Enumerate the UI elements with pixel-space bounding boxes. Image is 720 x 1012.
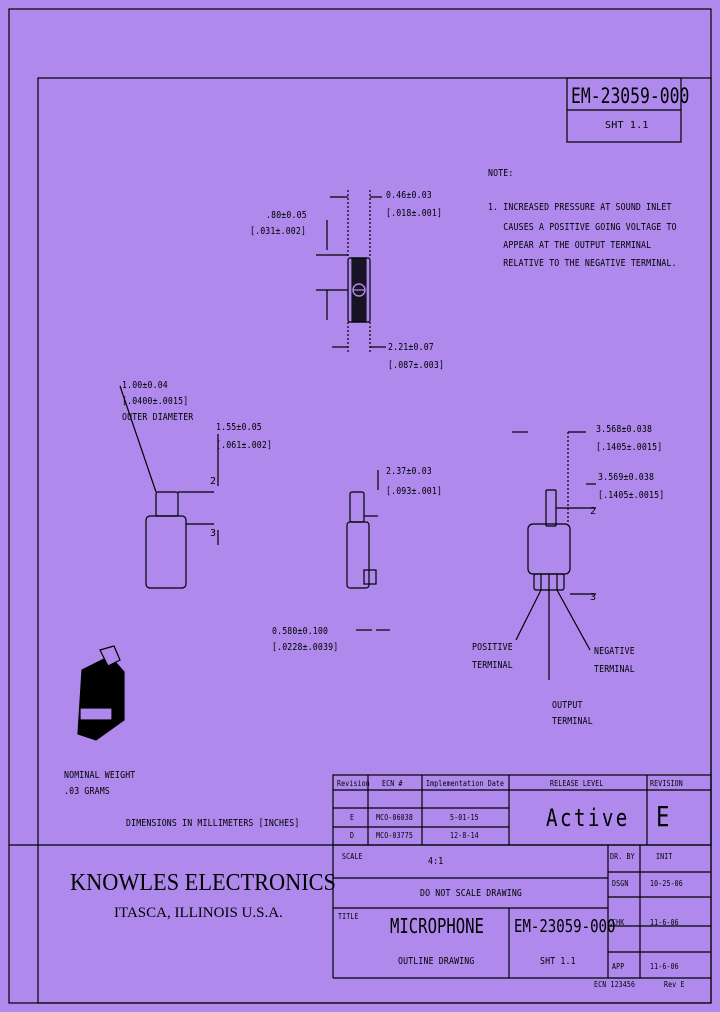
rev-row-2-date: 12-8-14 bbox=[450, 831, 479, 840]
scale-label: SCALE bbox=[342, 852, 363, 861]
rev-row-2-rev: D bbox=[350, 831, 355, 840]
view-mark-2-front: 2 bbox=[590, 506, 597, 517]
approval-role-1: DR. BY bbox=[610, 852, 635, 861]
sheet-number-title-block: SHT 1.1 bbox=[540, 956, 576, 967]
top-view bbox=[316, 190, 386, 352]
dim-d8-mm: 3.569±0.038 bbox=[598, 472, 655, 483]
note-line-1: 1. INCREASED PRESSURE AT SOUND INLET bbox=[488, 202, 672, 213]
doc-number-title-block: EM-23059-000 bbox=[514, 916, 616, 937]
dim-d6-in: [.093±.001] bbox=[386, 486, 443, 497]
approval-role-2: DSGN bbox=[612, 879, 629, 888]
release-level-value: Active bbox=[546, 804, 630, 832]
label-negative-1: NEGATIVE bbox=[594, 646, 635, 657]
dim-d1-in: [.018±.001] bbox=[386, 208, 443, 219]
label-positive-2: TERMINAL bbox=[472, 660, 513, 671]
do-not-scale: DO NOT SCALE DRAWING bbox=[420, 888, 523, 899]
dim-d3-mm: 2.21±0.07 bbox=[388, 342, 434, 353]
dim-d9-mm: 0.580±0.100 bbox=[272, 626, 329, 637]
footer-left: ECN 123456 bbox=[594, 980, 636, 989]
view-mark-2-left: 2 bbox=[210, 476, 217, 487]
dim-d1-mm: 0.46±0.03 bbox=[386, 190, 432, 201]
dim-d4-label: OUTER DIAMETER bbox=[122, 412, 194, 423]
dim-d3-in: [.087±.003] bbox=[388, 360, 445, 371]
nominal-weight-value: .03 GRAMS bbox=[64, 786, 110, 797]
dim-d8-in: [.1405±.0015] bbox=[598, 490, 665, 501]
side-view bbox=[346, 470, 390, 631]
scale-value: 4:1 bbox=[428, 856, 444, 867]
footer-right: Rev E bbox=[664, 980, 685, 989]
dim-d5-in: [.061±.002] bbox=[216, 440, 273, 451]
drawing-subtitle: OUTLINE DRAWING bbox=[398, 956, 475, 967]
dim-d2-in: [.031±.002] bbox=[250, 226, 307, 237]
dim-d7-in: [.1405±.0015] bbox=[596, 442, 663, 453]
rev-header-revision: Revision bbox=[337, 779, 370, 788]
label-positive-1: POSITIVE bbox=[472, 642, 513, 653]
note-line-3: APPEAR AT THE OUTPUT TERMINAL bbox=[488, 240, 652, 251]
revision-value: E bbox=[656, 800, 670, 833]
dim-d9-in: [.0228±.0039] bbox=[272, 642, 339, 653]
inner-border bbox=[37, 77, 712, 1004]
dim-d7-mm: 3.568±0.038 bbox=[596, 424, 653, 435]
approval-date-3: 11-6-06 bbox=[650, 918, 679, 927]
drawing-title: MICROPHONE bbox=[390, 914, 484, 938]
dim-d2-mm: .80±0.05 bbox=[266, 210, 307, 221]
rev-row-1-rev: E bbox=[350, 813, 355, 822]
rev-header-date: Implementation Date bbox=[426, 779, 505, 788]
label-negative-2: TERMINAL bbox=[594, 664, 635, 675]
dim-d5-mm: 1.55±0.05 bbox=[216, 422, 262, 433]
front-view bbox=[512, 431, 596, 680]
dim-d6-mm: 2.37±0.03 bbox=[386, 466, 432, 477]
approval-date-2: 10-25-06 bbox=[650, 879, 683, 888]
approval-date-4: 11-6-06 bbox=[650, 962, 679, 971]
approval-role-3: CHK bbox=[612, 918, 625, 927]
rev-row-1-date: 5-01-15 bbox=[450, 813, 479, 822]
isometric-view bbox=[77, 645, 125, 741]
approval-name-1: INIT bbox=[656, 852, 673, 861]
label-output-1: OUTPUT bbox=[552, 700, 583, 711]
dim-d4-mm: 1.00±0.04 bbox=[122, 380, 168, 391]
company-name: KNOWLES ELECTRONICS bbox=[70, 870, 336, 896]
view-mark-3-left: 3 bbox=[210, 528, 217, 539]
view-mark-3-front: 3 bbox=[590, 592, 597, 603]
doc-number: EM-23059-000 bbox=[571, 84, 690, 108]
left-view bbox=[119, 385, 219, 589]
rev-row-2-ecn: MCO-03775 bbox=[376, 831, 414, 840]
rev-header-ecn: ECN # bbox=[382, 779, 403, 788]
note-line-4: RELATIVE TO THE NEGATIVE TERMINAL. bbox=[488, 258, 677, 269]
label-output-2: TERMINAL bbox=[552, 716, 593, 727]
company-location: ITASCA, ILLINOIS U.S.A. bbox=[114, 905, 283, 921]
rev-row-1-ecn: MCO-06038 bbox=[376, 813, 414, 822]
notes-heading: NOTE: bbox=[488, 168, 514, 179]
revision-label: REVISION bbox=[650, 779, 683, 788]
approval-role-4: APP bbox=[612, 962, 625, 971]
dim-d4-in: [.0400±.0015] bbox=[122, 396, 189, 407]
sheet-number: SHT 1.1 bbox=[605, 120, 649, 131]
release-level-label: RELEASE LEVEL bbox=[550, 779, 604, 788]
note-line-2: CAUSES A POSITIVE GOING VOLTAGE TO bbox=[488, 222, 677, 233]
units-note: DIMENSIONS IN MILLIMETERS [INCHES] bbox=[126, 818, 300, 829]
title-label: TITLE bbox=[338, 912, 359, 921]
nominal-weight-label: NOMINAL WEIGHT bbox=[64, 770, 136, 781]
